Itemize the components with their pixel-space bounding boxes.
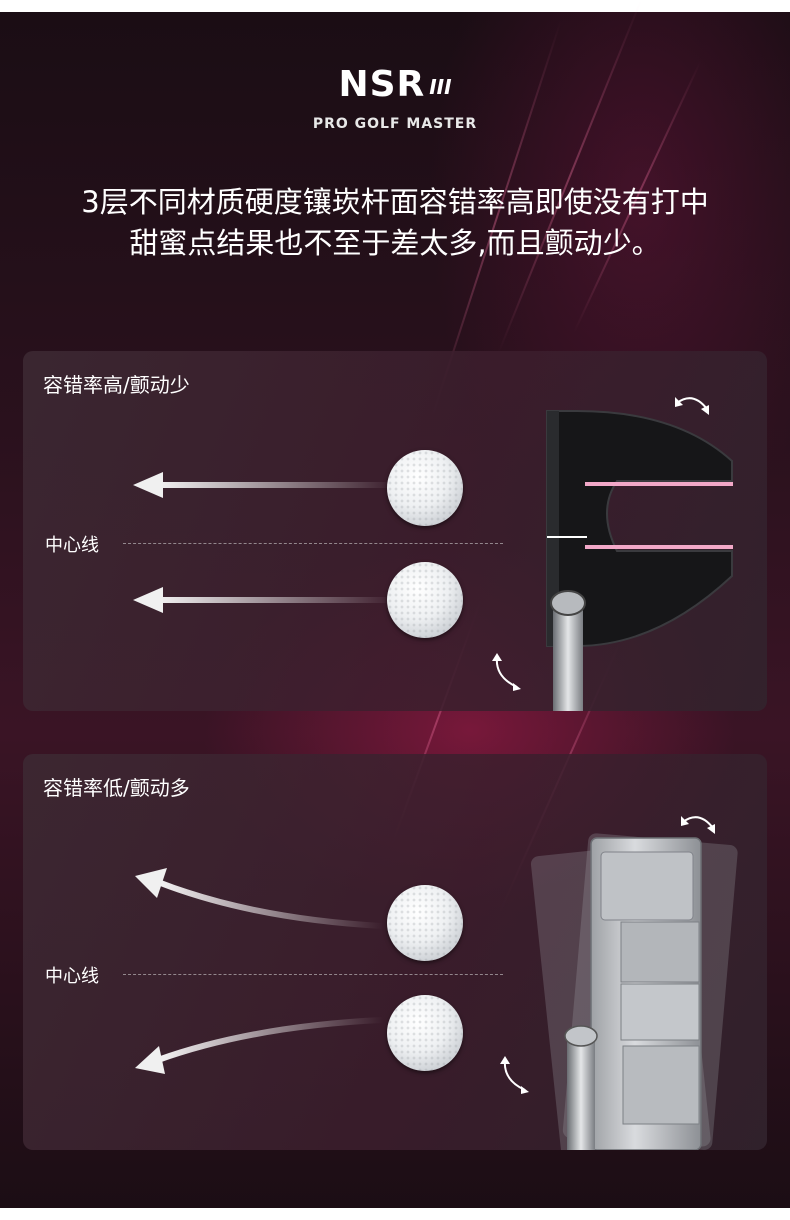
rotate-arrow-icon xyxy=(681,816,715,834)
logo-text: NSR xyxy=(338,64,426,105)
curved-arrows xyxy=(135,868,384,1074)
headline-line-1: 3层不同材质硬度镶崁杆面容错率高即使没有打中 xyxy=(81,185,709,219)
rotate-arrow-icon xyxy=(500,1056,529,1094)
rotate-arrow-icon xyxy=(675,397,709,415)
panel-title: 容错率低/颤动多 xyxy=(43,776,190,800)
headline-line-2: 甜蜜点结果也不至于差太多,而且颤动少。 xyxy=(129,226,661,260)
center-line-label: 中心线 xyxy=(45,966,99,987)
straight-arrows xyxy=(133,472,395,613)
golf-ball-lower xyxy=(387,562,463,638)
headline: 3层不同材质硬度镶崁杆面容错率高即使没有打中 甜蜜点结果也不至于差太多,而且颤动… xyxy=(0,182,790,264)
top-border xyxy=(0,0,790,12)
center-line-label: 中心线 xyxy=(45,535,99,556)
blade-putter-icon xyxy=(530,833,738,1150)
comparison-panel-high-tolerance: 容错率高/颤动少 中心线 xyxy=(23,351,767,711)
logo-suffix: III xyxy=(429,75,452,99)
comparison-panel-low-tolerance: 容错率低/颤动多 中心线 xyxy=(23,754,767,1150)
panel-title: 容错率高/颤动少 xyxy=(43,373,190,397)
rotate-arrow-icon xyxy=(492,653,521,691)
center-line xyxy=(123,543,503,544)
golf-ball-upper xyxy=(387,450,463,526)
golf-ball-upper xyxy=(387,885,463,961)
bottom-border xyxy=(0,1208,790,1220)
golf-ball-lower xyxy=(387,995,463,1071)
center-line xyxy=(123,974,503,975)
brand-tagline: PRO GOLF MASTER xyxy=(312,116,478,132)
mallet-putter-icon xyxy=(546,410,733,711)
light-streak xyxy=(497,0,642,354)
